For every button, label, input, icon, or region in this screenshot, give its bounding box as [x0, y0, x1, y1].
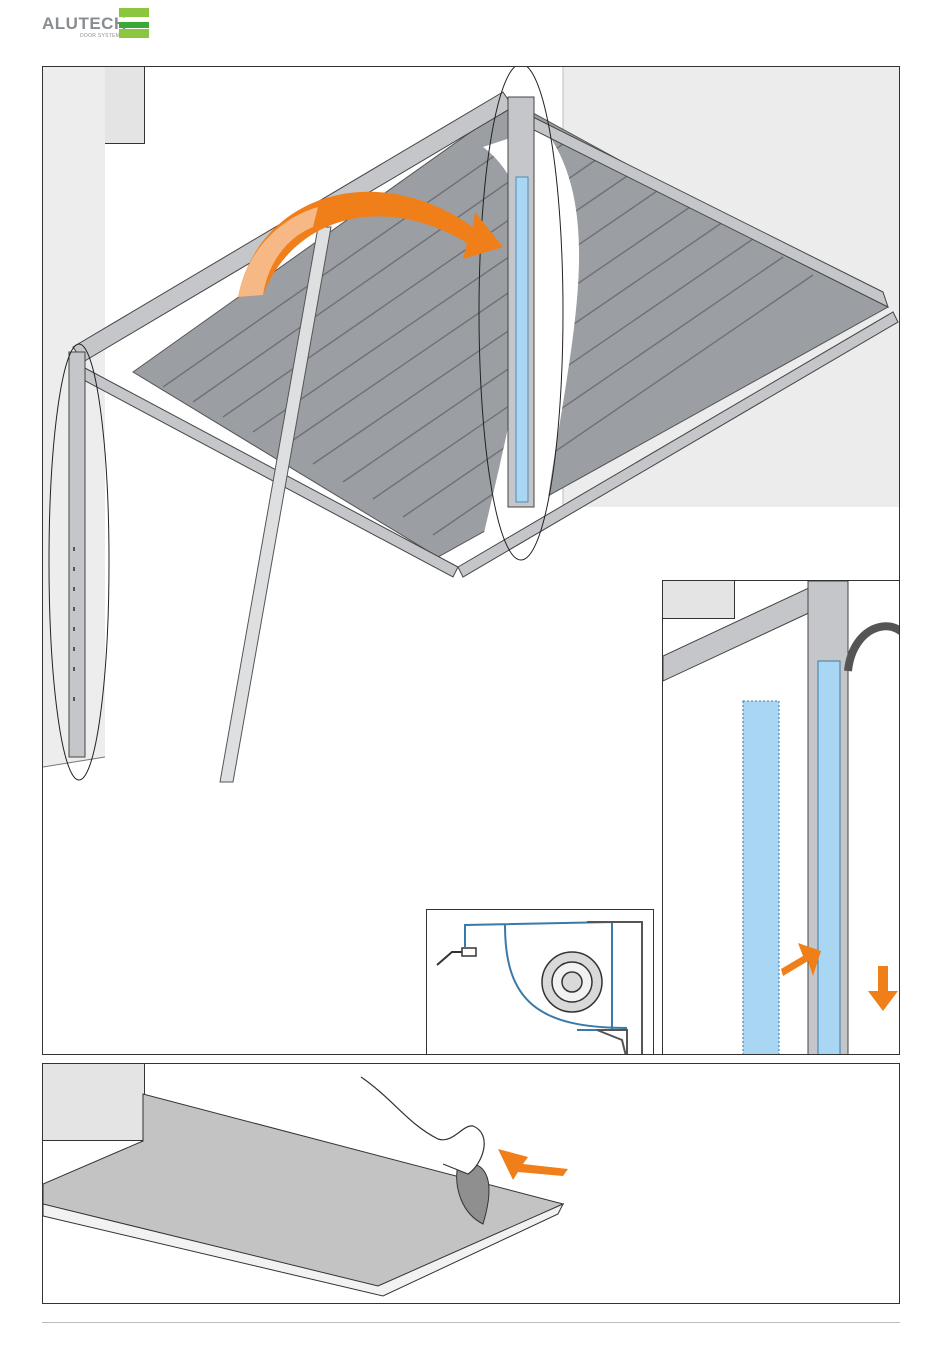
inset-seal-detail: [426, 909, 654, 1055]
step-number-box-zoom: [663, 581, 735, 619]
step-panel-main: [42, 66, 900, 1055]
logo-mark-icon: [119, 8, 149, 38]
footer-divider: [42, 1322, 900, 1323]
brand-tagline: DOOR SYSTEMS: [80, 33, 124, 39]
inset-seal-zoom: [662, 580, 900, 1055]
seal-profile-cross-section-icon: [427, 910, 654, 1055]
protective-film-removal-icon: [43, 1064, 900, 1304]
vertical-seal-insertion-icon: [663, 581, 900, 1055]
brand-name: ALUTECH: [42, 14, 127, 34]
brand-logo: ALUTECH DOOR SYSTEMS: [42, 8, 152, 42]
step-panel-bottom: [42, 1063, 900, 1304]
